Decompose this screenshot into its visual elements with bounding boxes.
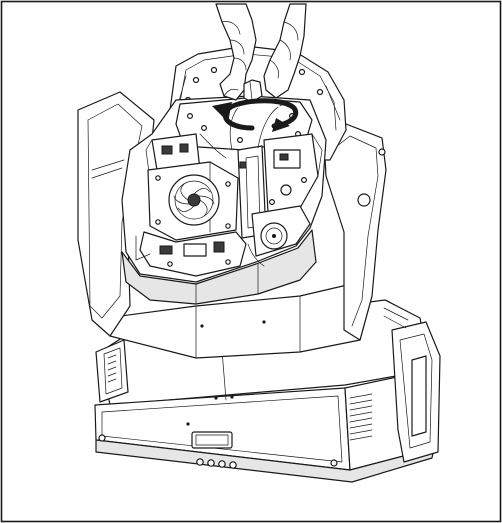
internal-modules	[135, 97, 323, 277]
left-vent-slots	[107, 354, 117, 383]
control-button-icon	[229, 461, 237, 469]
control-button-icon	[207, 459, 215, 467]
control-button-icon	[196, 458, 204, 466]
hand-icon	[215, 3, 307, 103]
lower-electronics	[135, 231, 247, 277]
cooling-fan	[147, 161, 239, 241]
lower-lens-module	[251, 205, 311, 257]
right-vent-grille	[349, 299, 409, 441]
control-button-icon	[218, 460, 226, 468]
control-buttons	[196, 458, 237, 469]
rotation-arrow-icon	[212, 98, 299, 132]
lcd-display	[191, 431, 233, 449]
